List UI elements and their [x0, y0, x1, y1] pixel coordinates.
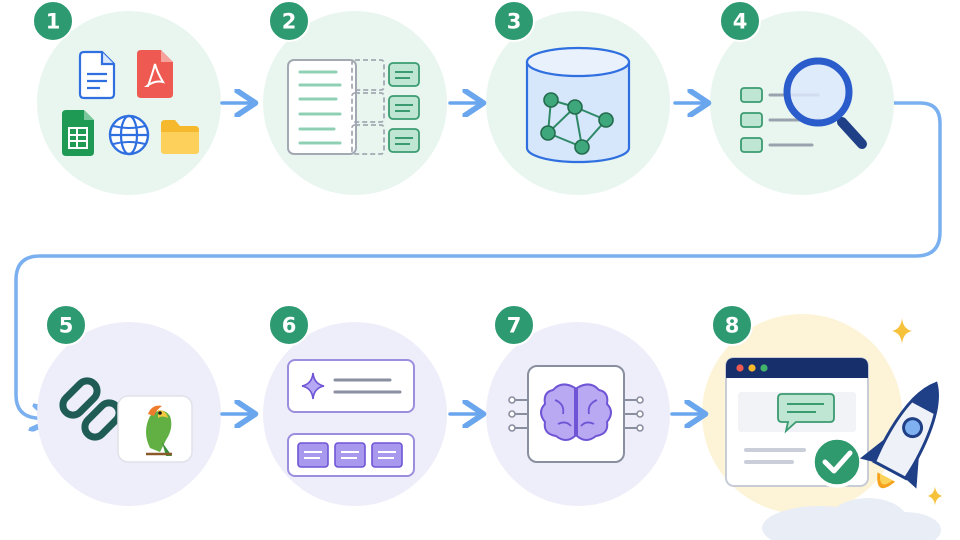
chain-link-icon: [59, 377, 123, 441]
badge-circle: [493, 304, 535, 346]
step-2-icons: [287, 59, 420, 155]
badge-circle: [268, 0, 310, 42]
step-7-badge: 7: [493, 304, 535, 346]
step-5-icons: [59, 377, 193, 463]
step-3-icons: [525, 46, 631, 164]
connector-line: [14, 101, 942, 420]
badge-circle: [32, 0, 74, 42]
chat-bubble-icon: [777, 393, 835, 434]
rocket-icon: [859, 381, 939, 489]
pdf-icon: [137, 50, 173, 98]
parrot-icon: [117, 395, 193, 463]
step-1-icons: [62, 50, 199, 156]
brain-chip-icon: [508, 365, 644, 463]
badge-circle: [719, 0, 761, 42]
step-4-icons: [740, 57, 867, 153]
globe-icon: [108, 114, 150, 156]
step-number: 6: [282, 314, 297, 338]
step-6-circle: [263, 322, 447, 506]
step-number: 8: [725, 314, 740, 338]
sparkle-icon: [892, 318, 912, 344]
badge-circle: [45, 304, 87, 346]
spreadsheet-icon: [62, 110, 94, 156]
badge-circle: [711, 304, 753, 346]
badge-circle: [493, 0, 535, 42]
magnifier-icon: [783, 57, 867, 149]
step-number: 3: [507, 10, 522, 34]
step-8-icons: [725, 318, 942, 540]
check-icon: [811, 436, 863, 488]
step-5-badge: 5: [45, 304, 87, 346]
document-icon: [78, 50, 116, 100]
step-6-icons: [287, 359, 415, 477]
step-8-badge: 8: [711, 304, 753, 346]
step-2-badge: 2: [268, 0, 310, 42]
flow-arrows: [220, 103, 705, 414]
vector-database-icon: [525, 46, 631, 164]
step-1-circle: [37, 11, 221, 195]
step-7-icons: [508, 365, 644, 463]
step-number: 4: [733, 10, 748, 34]
sparkle-icon: [301, 372, 325, 400]
document-chunks-icon: [287, 59, 420, 155]
step-number: 5: [59, 314, 74, 338]
step-4-badge: 4: [719, 0, 761, 42]
step-3-badge: 3: [493, 0, 535, 42]
cloud-decoration: [762, 498, 941, 540]
step-number: 7: [507, 314, 522, 338]
prompt-card-icon: [287, 359, 415, 477]
step-6-badge: 6: [268, 304, 310, 346]
badge-circle: [268, 304, 310, 346]
sparkle-icon: [928, 487, 942, 505]
folder-icon: [161, 120, 199, 154]
step-1-badge: 1: [32, 0, 74, 42]
step-number: 1: [46, 10, 61, 34]
step-number: 2: [282, 10, 297, 34]
